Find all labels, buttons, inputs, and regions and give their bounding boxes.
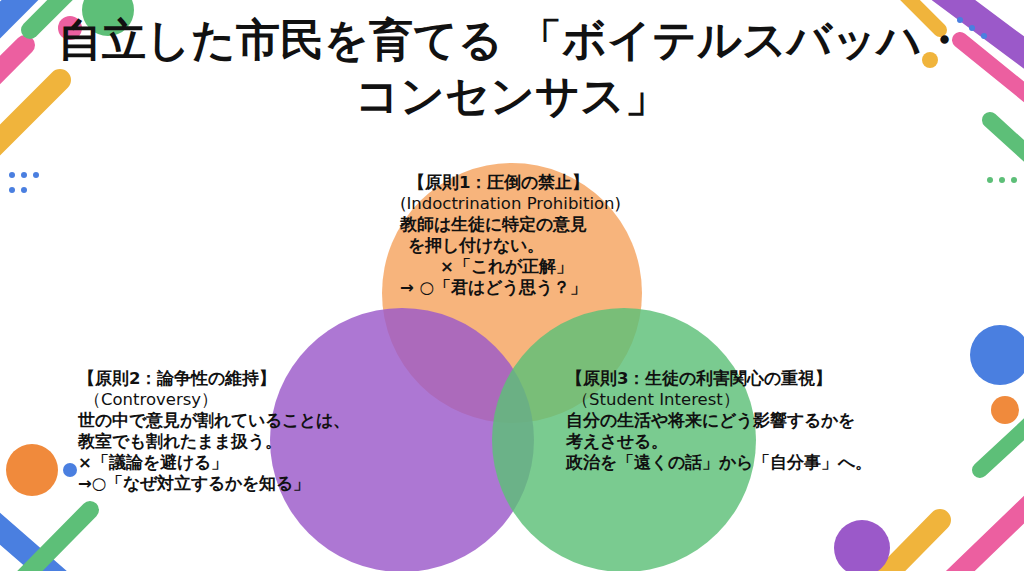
principle-heading: 【原則2：論争性の維持】 xyxy=(78,368,350,389)
principle-body: 考えさせる。 xyxy=(566,431,872,452)
principle-body: →○「なぜ対立するかを知る」 xyxy=(78,473,350,494)
principle-body: 教室でも割れたまま扱う。 xyxy=(78,431,350,452)
principle-heading: 【原則1：圧倒の禁止】 xyxy=(400,172,621,193)
principle-body: 世の中で意見が割れていることは、 xyxy=(78,410,350,431)
principle-body: ×「議論を避ける」 xyxy=(78,452,350,473)
principle-circle: 【原則3：生徒の利害関心の重視】（Student Interest）自分の生活や… xyxy=(566,368,872,473)
principle-body: 政治を「遠くの話」から「自分事」へ。 xyxy=(566,452,872,473)
principle-subtitle: (Indoctrination Prohibition) xyxy=(400,193,621,214)
principle-body: を押し付けない。 xyxy=(400,235,621,256)
title: 自立した市民を育てる 「ボイテルスバッハ・コンセンサス」 xyxy=(32,12,992,124)
principle-body: 教師は生徒に特定の意見 xyxy=(400,214,621,235)
principle-circle: 【原則2：論争性の維持】（Controversy）世の中で意見が割れていることは… xyxy=(78,368,350,494)
principle-body: ×「これが正解」 xyxy=(400,256,621,277)
principle-circle: 【原則1：圧倒の禁止】(Indoctrination Prohibition)教… xyxy=(400,172,621,298)
principle-body: 自分の生活や将来にどう影響するかを xyxy=(566,410,872,431)
principle-body: → ○「君はどう思う？」 xyxy=(400,277,621,298)
principle-subtitle: （Controversy） xyxy=(78,389,350,410)
principle-heading: 【原則3：生徒の利害関心の重視】 xyxy=(566,368,872,389)
principle-subtitle: （Student Interest） xyxy=(566,389,872,410)
